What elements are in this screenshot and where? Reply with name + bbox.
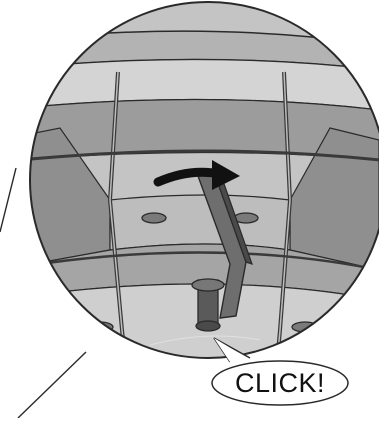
leader-line-left: [0, 168, 16, 232]
mount-hole: [142, 213, 166, 223]
leader-line-bottom: [18, 352, 86, 418]
click-callout-bubble: [212, 338, 348, 405]
